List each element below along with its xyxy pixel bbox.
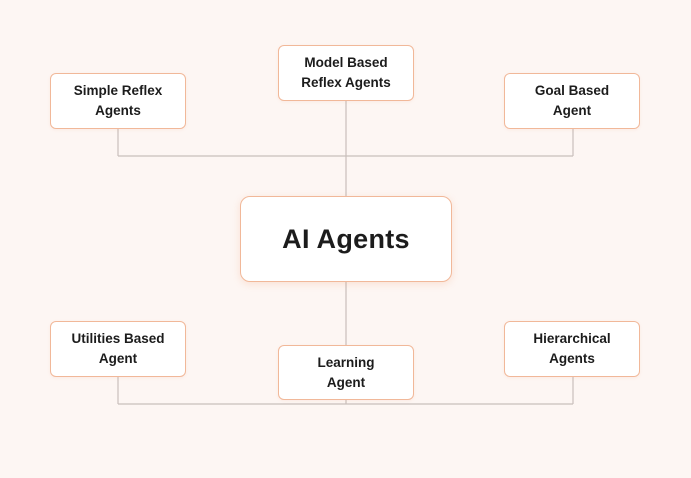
node-label-line: Agent [98, 351, 138, 366]
node-label-line: Model Based [304, 55, 388, 70]
node-label-line: Learning [317, 354, 375, 370]
node-simple-reflex-agents: Simple Reflex Agents [50, 73, 186, 129]
node-label-line: Agent [326, 374, 366, 390]
node-ai-agents-center: AI Agents [240, 196, 452, 282]
node-label-line: Agent [552, 103, 592, 118]
node-model-based-reflex-agents: Model Based Reflex Agents [278, 45, 414, 101]
node-label-line: Utilities Based [71, 331, 165, 346]
node-learning-agent: Learning Agent [278, 345, 414, 400]
node-label-line: Reflex Agents [301, 75, 391, 90]
node-hierarchical-agents: Hierarchical Agents [504, 321, 640, 377]
node-label-line: Agents [549, 351, 595, 366]
node-utilities-based-agent: Utilities Based Agent [50, 321, 186, 377]
node-label-line: Agents [95, 103, 141, 118]
node-label-line: Goal Based [534, 83, 610, 98]
node-label-line: Hierarchical [533, 331, 611, 346]
node-goal-based-agent: Goal Based Agent [504, 73, 640, 129]
node-label-line: Simple Reflex [73, 83, 163, 98]
center-label: AI Agents [282, 224, 410, 254]
